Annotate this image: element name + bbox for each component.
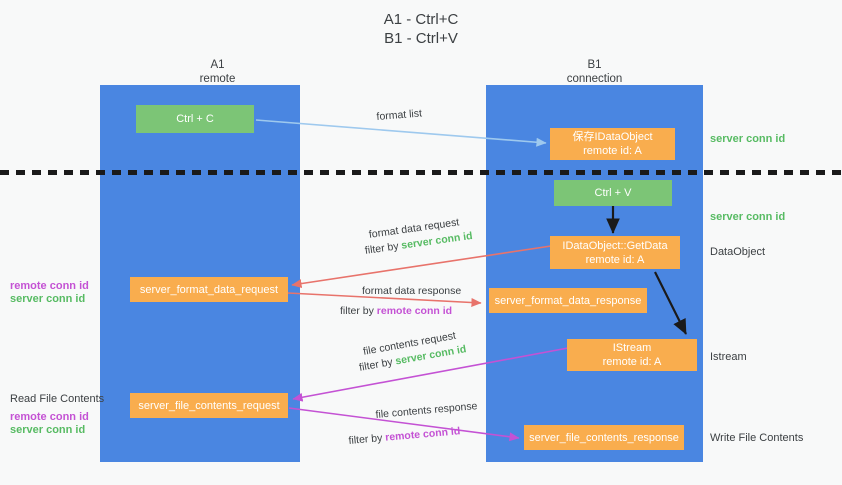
edge-label-format-list: format list xyxy=(376,107,423,123)
box-istream[interactable]: IStream remote id: A xyxy=(567,339,697,371)
box-save-idataobject-line2: remote id: A xyxy=(583,145,642,157)
box-getdata-line2: remote id: A xyxy=(585,253,645,266)
box-save-idataobject[interactable]: 保存IDataObject remote id: A xyxy=(550,128,675,160)
label-write-file-contents: Write File Contents xyxy=(710,432,804,444)
lane-b1-sub: connection xyxy=(566,73,623,85)
lane-header-b1: B1 connection xyxy=(486,58,703,86)
label-server-conn-id-mid: server conn id xyxy=(710,211,786,223)
label-server-conn-id-2: server conn id xyxy=(10,424,86,436)
label-istream: Istream xyxy=(710,351,747,363)
filter-value-remote-conn-id: remote conn id xyxy=(384,425,461,444)
box-ctrl-v-label: Ctrl + V xyxy=(594,187,632,199)
label-server-conn-id-top: server conn id xyxy=(710,133,786,145)
filter-prefix: filter by xyxy=(348,431,386,447)
edge-label-file-contents-response-filter: filter by remote conn id xyxy=(348,424,461,448)
label-server-conn-id-1: server conn id xyxy=(10,293,86,305)
box-ctrl-v[interactable]: Ctrl + V xyxy=(554,180,672,206)
label-dataobject: DataObject xyxy=(710,246,766,258)
box-save-idataobject-line1: 保存IDataObject xyxy=(572,131,653,143)
box-ctrl-c[interactable]: Ctrl + C xyxy=(136,105,254,133)
box-file-contents-response-label: server_file_contents_response xyxy=(529,431,679,444)
filter-prefix: filter by xyxy=(364,239,403,257)
edge-label-format-data-response: format data response xyxy=(362,285,462,297)
edge-label-format-data-response-filter: filter by remote conn id xyxy=(340,304,452,318)
box-getdata[interactable]: IDataObject::GetData remote id: A xyxy=(550,236,680,269)
lane-a1-name: A1 xyxy=(210,59,225,71)
box-file-contents-request-label: server_file_contents_request xyxy=(138,399,280,412)
label-remote-conn-id-1: remote conn id xyxy=(10,280,89,292)
page-title: A1 - Ctrl+C B1 - Ctrl+V xyxy=(0,10,842,48)
lane-b1-name: B1 xyxy=(587,59,602,71)
box-istream-line2: remote id: A xyxy=(602,356,662,368)
box-format-data-request-label: server_format_data_request xyxy=(139,283,279,296)
box-format-data-request[interactable]: server_format_data_request xyxy=(130,277,288,302)
title-line-2: B1 - Ctrl+V xyxy=(384,30,458,47)
lane-header-a1: A1 remote xyxy=(100,58,335,86)
box-istream-line1: IStream xyxy=(612,342,652,354)
edge-label-file-contents-response: file contents response xyxy=(375,400,478,421)
filter-value-remote-conn-id: remote conn id xyxy=(376,305,453,317)
box-format-data-response[interactable]: server_format_data_response xyxy=(489,288,647,313)
box-getdata-line1: IDataObject::GetData xyxy=(562,239,668,252)
box-format-data-response-label: server_format_data_response xyxy=(494,294,642,307)
label-read-file-contents: Read File Contents xyxy=(10,393,105,405)
filter-prefix: filter by xyxy=(340,305,377,317)
box-file-contents-request[interactable]: server_file_contents_request xyxy=(130,393,288,418)
phase-separator xyxy=(0,170,842,175)
title-line-1: A1 - Ctrl+C xyxy=(383,11,459,28)
label-remote-conn-id-2: remote conn id xyxy=(10,411,89,423)
box-file-contents-response[interactable]: server_file_contents_response xyxy=(524,425,684,450)
box-ctrl-c-label: Ctrl + C xyxy=(176,113,214,125)
lane-a1-sub: remote xyxy=(199,73,236,85)
